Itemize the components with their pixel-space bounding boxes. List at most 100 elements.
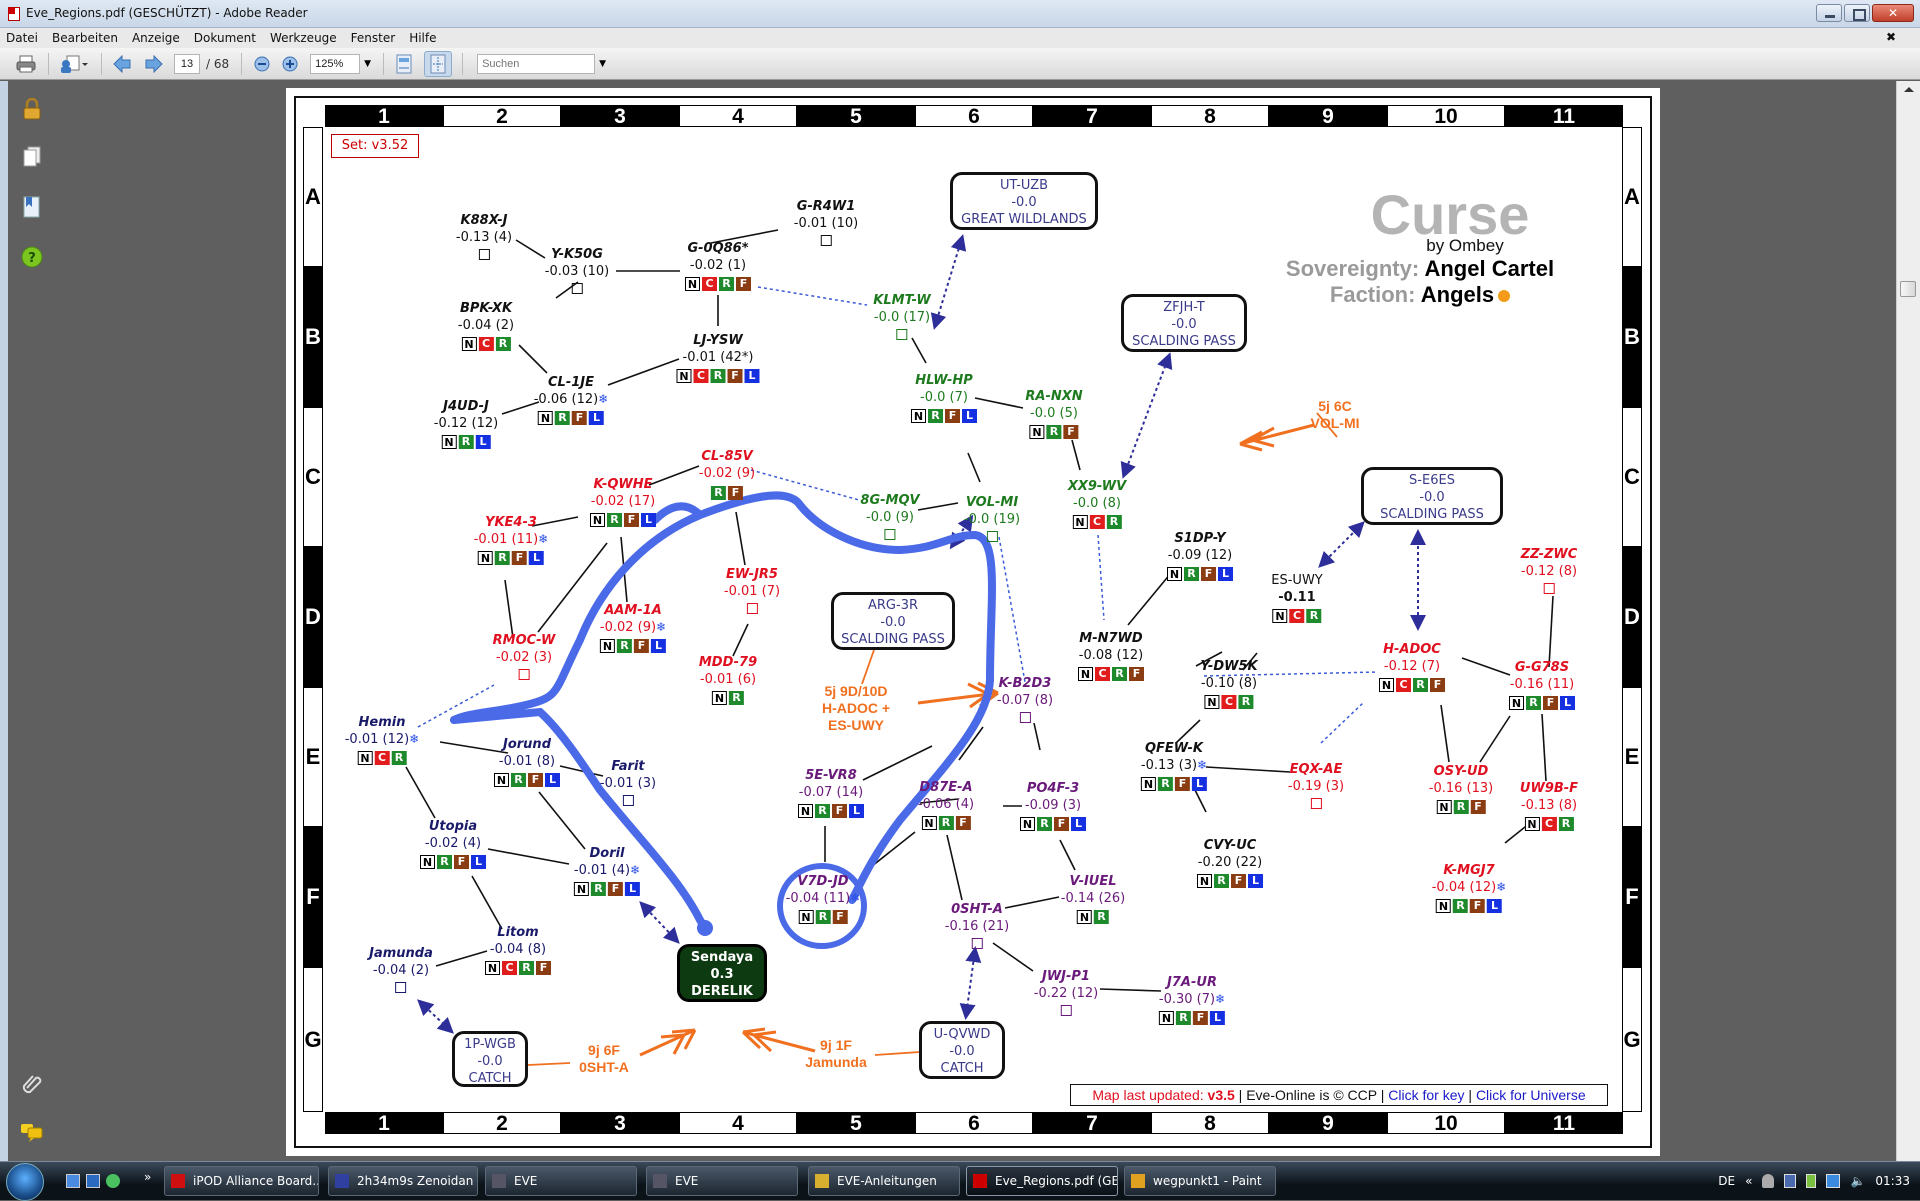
- taskbar-item[interactable]: Eve_Regions.pdf (GE...: [966, 1166, 1118, 1196]
- system-farit[interactable]: Farit-0.01 (3): [600, 758, 656, 809]
- system-k-b2d3[interactable]: K-B2D3-0.07 (8): [997, 675, 1053, 726]
- tray-app-icon[interactable]: [1784, 1174, 1797, 1188]
- system-zz-zwc[interactable]: ZZ-ZWC-0.12 (8): [1521, 546, 1577, 597]
- system-g-r4w1[interactable]: G-R4W1-0.01 (10): [794, 198, 858, 249]
- menu-hilfe[interactable]: Hilfe: [409, 31, 437, 45]
- zoom-out-button[interactable]: [250, 53, 274, 75]
- universe-link[interactable]: Click for Universe: [1475, 1087, 1586, 1103]
- page-number-input[interactable]: [174, 53, 200, 74]
- scroll-up-icon[interactable]: [1904, 87, 1914, 92]
- taskbar-item[interactable]: iPOD Alliance Board...: [164, 1166, 319, 1196]
- share-button[interactable]: [57, 53, 91, 75]
- zoom-in-button[interactable]: [278, 53, 302, 75]
- volume-icon[interactable]: 🔈: [1850, 1174, 1866, 1188]
- document-close-icon[interactable]: ✖: [1885, 30, 1896, 44]
- language-indicator[interactable]: DE: [1718, 1174, 1736, 1188]
- attachment-icon[interactable]: [20, 1071, 44, 1095]
- tray-expand-icon[interactable]: «: [1745, 1174, 1753, 1188]
- switch-windows-icon[interactable]: [86, 1174, 100, 1188]
- fit-page-button[interactable]: [424, 50, 453, 77]
- clock[interactable]: 01:33: [1875, 1174, 1910, 1188]
- taskbar-item[interactable]: wegpunkt1 - Paint: [1124, 1166, 1276, 1196]
- system-k88x-j[interactable]: K88X-J-0.13 (4): [456, 212, 512, 263]
- system-jwj-p1[interactable]: JWJ-P1-0.22 (12): [1034, 968, 1098, 1019]
- system-0sht-a[interactable]: 0SHT-A-0.16 (21): [945, 901, 1009, 952]
- system-ew-jr5[interactable]: EW-JR5-0.01 (7): [724, 566, 780, 617]
- menu-anzeige[interactable]: Anzeige: [131, 31, 180, 45]
- system-8g-mqv[interactable]: 8G-MQV-0.0 (9): [860, 492, 920, 543]
- previous-page-button[interactable]: [110, 53, 134, 75]
- fit-width-button[interactable]: [392, 53, 416, 75]
- gate-1p-wgb[interactable]: 1P-WGB -0.0 CATCH: [452, 1031, 528, 1087]
- user-icon[interactable]: [1762, 1174, 1775, 1188]
- taskbar-item[interactable]: 2h34m9s Zenoidan |...: [328, 1166, 478, 1196]
- zoom-dropdown-icon[interactable]: ▼: [364, 58, 372, 69]
- system-jamunda[interactable]: Jamunda-0.04 (2): [369, 945, 433, 996]
- next-page-button[interactable]: [142, 53, 166, 75]
- gate-sendaya[interactable]: Sendaya 0.3 DERELIK: [677, 944, 767, 1002]
- quicklaunch-expand-icon[interactable]: »: [144, 1170, 152, 1184]
- taskbar-item[interactable]: EVE: [485, 1166, 637, 1196]
- system-vol-mi[interactable]: VOL-MI-0.0 (19): [964, 494, 1020, 545]
- menu-fenster[interactable]: Fenster: [350, 31, 396, 45]
- taskbar-item[interactable]: EVE: [646, 1166, 798, 1196]
- gate-arg-3r[interactable]: ARG-3R -0.0 SCALDING PASS: [831, 592, 955, 650]
- menu-dokument[interactable]: Dokument: [193, 31, 256, 45]
- comments-icon[interactable]: [20, 1121, 44, 1145]
- maximize-button[interactable]: [1844, 4, 1870, 22]
- start-button[interactable]: [6, 1163, 44, 1201]
- system-klmt-w[interactable]: KLMT-W-0.0 (17): [873, 292, 931, 343]
- minimize-button[interactable]: [1816, 4, 1842, 22]
- vertical-scrollbar[interactable]: [1896, 81, 1920, 1161]
- system-y-k50g[interactable]: Y-K50G-0.03 (10): [545, 246, 609, 297]
- gate-zfjh-t[interactable]: ZFJH-T -0.0 SCALDING PASS: [1121, 294, 1247, 352]
- close-button[interactable]: ✕: [1872, 4, 1914, 22]
- scroll-thumb[interactable]: [1900, 281, 1916, 297]
- bookmark-icon[interactable]: [20, 195, 44, 219]
- battery-icon[interactable]: [1806, 1174, 1817, 1188]
- print-button[interactable]: [14, 53, 38, 75]
- zoom-level-input[interactable]: [310, 53, 361, 74]
- key-link[interactable]: Click for key: [1388, 1087, 1465, 1103]
- search-input[interactable]: [477, 53, 596, 74]
- search-dropdown-icon[interactable]: ▼: [599, 58, 606, 69]
- taskbar-item[interactable]: EVE-Anleitungen: [808, 1166, 960, 1196]
- messenger-icon[interactable]: [106, 1174, 120, 1188]
- system-rmoc-w[interactable]: RMOC-W-0.02 (3): [493, 632, 555, 683]
- lock-icon[interactable]: [20, 97, 44, 121]
- network-icon[interactable]: [1826, 1174, 1841, 1188]
- menu-bearbeiten[interactable]: Bearbeiten: [52, 31, 118, 45]
